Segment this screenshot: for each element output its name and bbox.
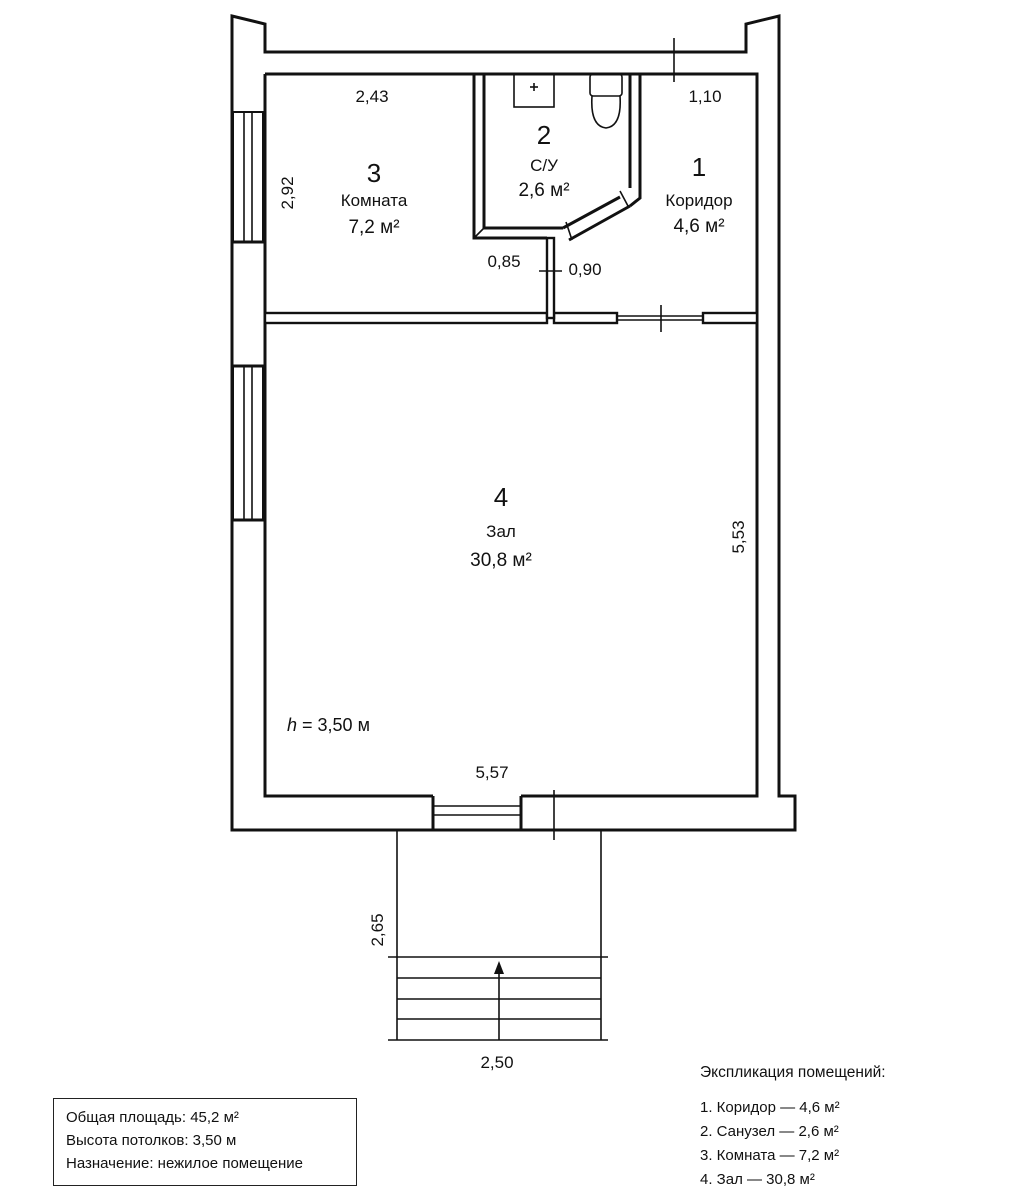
dim-hall-width: 5,57 [475, 763, 508, 782]
ceiling-height-note: h = 3,50 м [287, 715, 370, 735]
sink-icon [513, 73, 555, 108]
room-number: 3 [367, 158, 381, 188]
room-number: 4 [494, 482, 508, 512]
dim-porch-length: 2,65 [368, 913, 387, 946]
room-name: Комната [341, 191, 408, 210]
room-name: Коридор [665, 191, 732, 210]
dim-room3-width: 2,43 [355, 87, 388, 106]
left-windows [232, 111, 265, 522]
room-3-label: 3 Комната 7,2 м² [341, 158, 408, 238]
room-name: С/У [530, 156, 558, 175]
room-area: 2,6 м² [518, 180, 569, 201]
explication-item: 1. Коридор — 4,6 м² [700, 1099, 840, 1116]
dim-hall-height: 5,53 [729, 520, 748, 553]
room-area: 4,6 м² [673, 216, 724, 237]
ceiling-height: Высота потолков: 3,50 м [66, 1132, 237, 1149]
explication-item: 2. Санузел — 2,6 м² [700, 1123, 839, 1140]
dim-corridor-width: 1,10 [688, 87, 721, 106]
room-area: 7,2 м² [348, 217, 399, 238]
room-number: 2 [537, 120, 551, 150]
room-4-label: 4 Зал 30,8 м² [470, 482, 532, 571]
explication-title: Экспликация помещений: [700, 1064, 886, 1081]
porch-steps [388, 830, 608, 1041]
room-2-label: 2 С/У 2,6 м² [518, 120, 569, 201]
info-box: Общая площадь: 45,2 м² Высота потолков: … [53, 1098, 357, 1186]
dim-door-su: 0,85 [487, 252, 520, 271]
hall-partition [263, 305, 759, 332]
dim-porch-width: 2,50 [480, 1053, 513, 1072]
room-area: 30,8 м² [470, 550, 532, 571]
explication-item: 4. Зал — 30,8 м² [700, 1171, 815, 1188]
explication-item: 3. Комната — 7,2 м² [700, 1147, 840, 1164]
room-number: 1 [692, 152, 706, 182]
dim-room3-height: 2,92 [278, 176, 297, 209]
outer-walls [230, 14, 797, 832]
dim-door-room3: 0,90 [568, 260, 601, 279]
bathroom-walls [472, 74, 642, 320]
room-1-label: 1 Коридор 4,6 м² [665, 152, 732, 237]
purpose: Назначение: нежилое помещение [66, 1155, 303, 1172]
ceiling-value: = 3,50 м [297, 715, 370, 735]
room-name: Зал [486, 522, 516, 541]
toilet-icon [589, 73, 623, 129]
ceiling-symbol: h [287, 715, 297, 735]
total-area: Общая площадь: 45,2 м² [66, 1109, 239, 1126]
explication-legend: Экспликация помещений: 1. Коридор — 4,6 … [700, 1064, 1000, 1192]
entrance-door [431, 790, 555, 840]
